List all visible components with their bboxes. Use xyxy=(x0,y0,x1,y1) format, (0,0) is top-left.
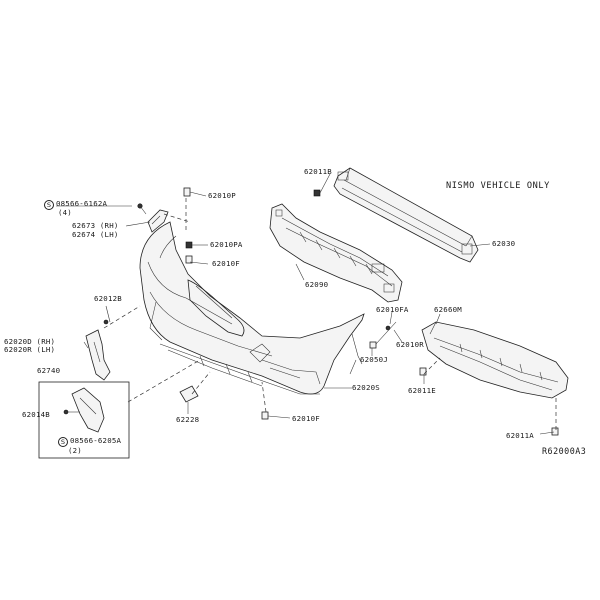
label-62020R: 62020R (LH) xyxy=(4,345,56,354)
label-62010F-bottom: 62010F xyxy=(292,414,320,423)
bracket-62673 xyxy=(137,203,169,233)
label-62020: 62020D (RH) xyxy=(4,337,56,346)
label-62673: 62673 (RH) xyxy=(72,221,119,230)
leader-lines xyxy=(56,173,555,435)
bumper-fascia xyxy=(139,221,365,395)
label-62090: 62090 xyxy=(305,280,329,289)
label-62011B: 62011B xyxy=(304,167,332,176)
label-bolt-top-code: 08566-6162A xyxy=(56,199,108,208)
side-bracket-62020 xyxy=(85,319,111,381)
label-bolt-box-qty: (2) xyxy=(68,446,82,455)
reinforcement-beam-62030 xyxy=(333,167,479,263)
energy-absorber-62090 xyxy=(269,203,403,303)
screw-icon-box: S xyxy=(58,437,68,447)
label-62228: 62228 xyxy=(176,415,200,424)
label-62050J: 62050J xyxy=(360,355,388,364)
label-bolt-top-qty: (4) xyxy=(58,208,72,217)
undercover-62660M xyxy=(421,321,569,399)
box-62740 xyxy=(38,381,130,459)
label-62010F-top: 62010F xyxy=(212,259,240,268)
fasteners xyxy=(179,187,559,436)
label-62010P: 62010P xyxy=(208,191,236,200)
label-62014B: 62014B xyxy=(22,410,50,419)
reference-code: R62000A3 xyxy=(542,446,587,456)
label-62010R: 62010R xyxy=(396,340,424,349)
label-62020S: 62020S xyxy=(352,383,380,392)
label-62010FA: 62010FA xyxy=(376,305,409,314)
label-62030: 62030 xyxy=(492,239,516,248)
label-62011E: 62011E xyxy=(408,386,436,395)
label-62674: 62674 (LH) xyxy=(72,230,119,239)
label-bolt-box-code: 08566-6205A xyxy=(70,436,122,445)
label-62660M: 62660M xyxy=(434,305,462,314)
label-62740: 62740 xyxy=(37,366,61,375)
note-nismo-only: NISMO VEHICLE ONLY xyxy=(446,181,550,191)
label-62011A: 62011A xyxy=(506,431,534,440)
assembly-dashed-lines xyxy=(103,198,557,430)
bumper-lower-lip xyxy=(159,343,320,395)
screw-icon: S xyxy=(44,200,54,210)
label-62010PA: 62010PA xyxy=(210,240,243,249)
label-62012B: 62012B xyxy=(94,294,122,303)
